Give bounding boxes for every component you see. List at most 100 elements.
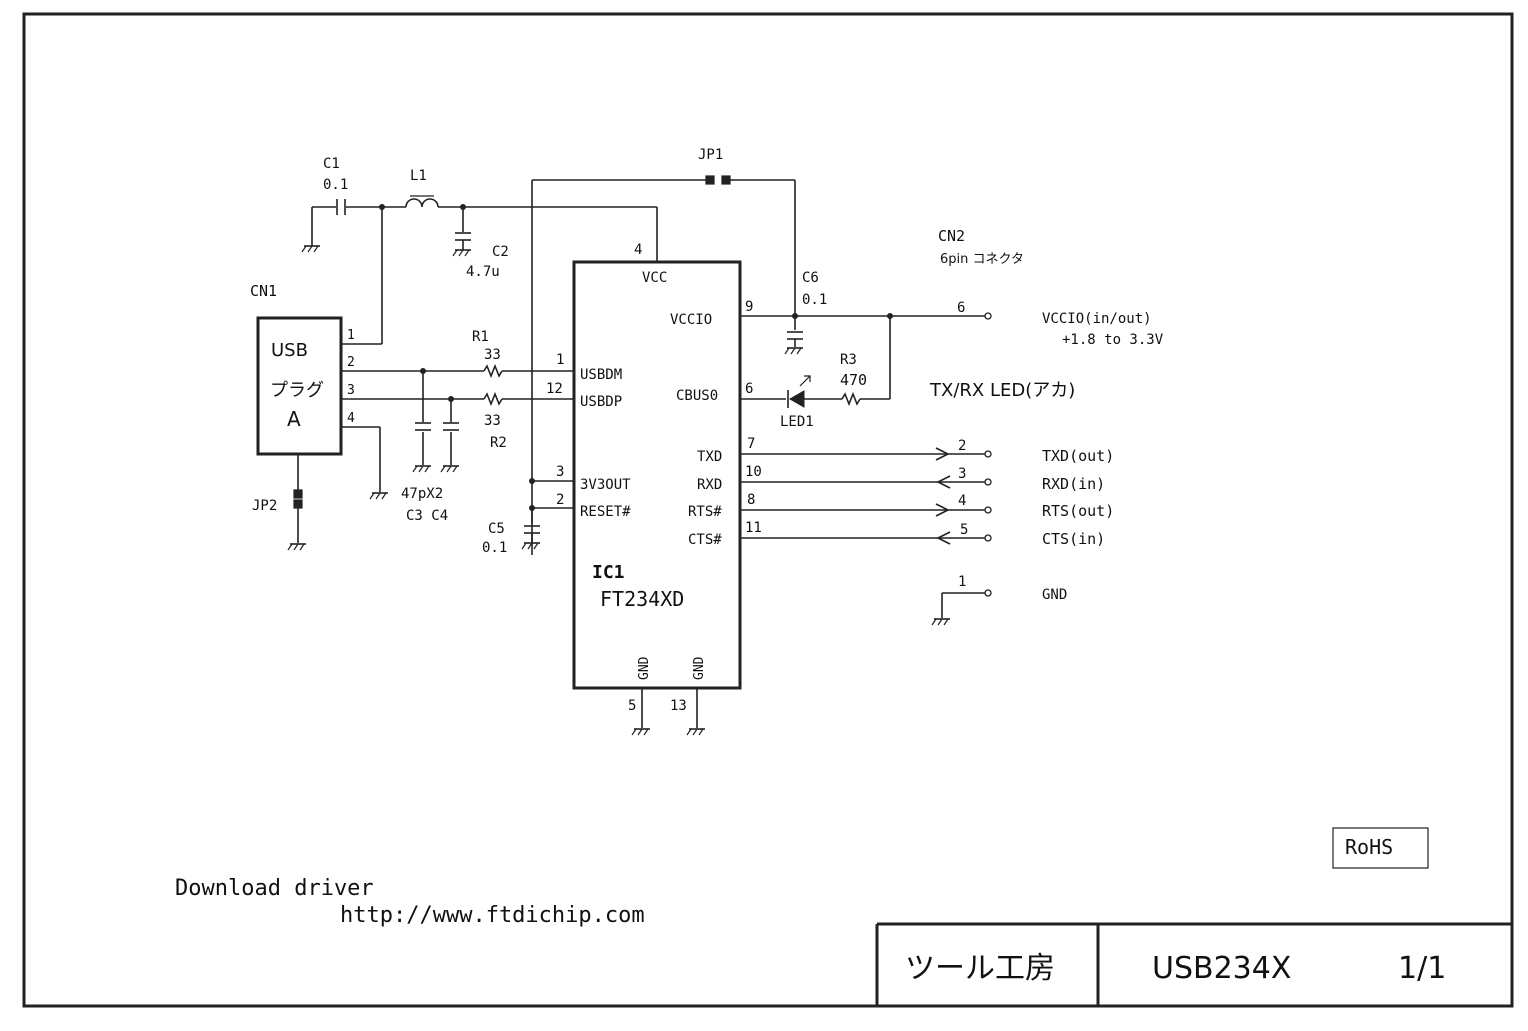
capacitor-c1 xyxy=(336,199,346,215)
cn2-pin-2-label: TXD(out) xyxy=(1042,447,1114,465)
rohs-badge-frame xyxy=(1332,827,1429,869)
capacitor-c4 xyxy=(443,422,459,431)
resistor-r3 xyxy=(841,391,861,407)
ic1-part: FT234XD xyxy=(600,587,684,611)
title-sheet: 1/1 xyxy=(1398,951,1446,986)
ic1-ref: IC1 xyxy=(592,562,625,583)
rohs-badge: RoHS xyxy=(1345,835,1393,859)
cn2-pin-6-num: 6 xyxy=(957,300,965,316)
c6-value: 0.1 xyxy=(802,292,827,308)
c3c4-value: 47pX2 xyxy=(401,486,443,502)
jp1-ref: JP1 xyxy=(698,147,723,163)
download-url: http://www.ftdichip.com xyxy=(340,903,645,928)
r1-ref: R1 xyxy=(472,329,489,345)
c2-ref: C2 xyxy=(492,244,509,260)
pin-num-vcc: 4 xyxy=(634,242,642,258)
led1-symbol xyxy=(787,375,811,408)
ic1-pin-reset: RESET# xyxy=(580,504,631,520)
r2-ref: R2 xyxy=(490,435,507,451)
ic1-pin-vccio: VCCIO xyxy=(670,312,712,328)
ic1-pin-cts: CTS# xyxy=(688,532,722,548)
capacitor-c2 xyxy=(455,232,471,250)
c5-ref: C5 xyxy=(488,521,505,537)
cn1-usb-label: USB xyxy=(271,340,308,361)
c5-value: 0.1 xyxy=(482,540,507,556)
cn1-type-label: A xyxy=(287,407,301,431)
pin-num-usbdp: 12 xyxy=(546,381,563,397)
title-block xyxy=(875,922,1512,1006)
cn1-pin-1: 1 xyxy=(347,328,355,343)
cn2-pin-4-label: RTS(out) xyxy=(1042,502,1114,520)
cn2-vccio-range: +1.8 to 3.3V xyxy=(1062,332,1164,348)
cn1-pin-4: 4 xyxy=(347,411,355,426)
r2-value: 33 xyxy=(484,413,501,429)
cn1-pin-2: 2 xyxy=(347,355,355,370)
pin-num-gnd-13: 13 xyxy=(670,698,687,714)
pin-num-txd: 7 xyxy=(747,436,755,452)
cn2-terminals xyxy=(984,312,992,597)
led1-ref: LED1 xyxy=(780,414,814,430)
title-model: USB234X xyxy=(1152,951,1291,986)
cn2-pin-3-label: RXD(in) xyxy=(1042,475,1105,493)
cn2-pin-2-num: 2 xyxy=(958,438,966,454)
pin-num-cts: 11 xyxy=(745,520,762,536)
ic1-pin-txd: TXD xyxy=(697,449,722,465)
capacitor-c6 xyxy=(787,331,803,347)
cn2-pin-5-num: 5 xyxy=(960,522,968,538)
sheet-border xyxy=(22,12,1514,1008)
ic1-body xyxy=(572,260,742,690)
ic1-pin-rxd: RXD xyxy=(697,477,722,493)
jp2-ref: JP2 xyxy=(252,498,277,514)
cn2-pin-6-label: VCCIO(in/out) xyxy=(1042,311,1152,327)
r1-value: 33 xyxy=(484,347,501,363)
capacitor-c3 xyxy=(415,422,431,431)
cn1-ref: CN1 xyxy=(250,282,277,300)
ic1-pin-3v3out: 3V3OUT xyxy=(580,477,631,493)
ic1-pin-usbdm: USBDM xyxy=(580,367,622,383)
cn1-body xyxy=(256,316,343,456)
cn2-pin-3-num: 3 xyxy=(958,466,966,482)
ic1-pin-rts: RTS# xyxy=(688,504,722,520)
ic1-pin-usbdp: USBDP xyxy=(580,394,622,410)
cn1-pin-3: 3 xyxy=(347,383,355,398)
download-label: Download driver xyxy=(175,876,374,901)
c1-ref: C1 xyxy=(323,156,340,172)
c3c4-refs: C3 C4 xyxy=(406,508,448,524)
r3-ref: R3 xyxy=(840,352,857,368)
ic1-pin-cbus0: CBUS0 xyxy=(676,388,718,404)
l1-ref: L1 xyxy=(410,168,427,184)
ground-symbols xyxy=(287,245,950,736)
ic1-pin-gnd-5: GND xyxy=(637,656,652,680)
c2-value: 4.7u xyxy=(466,264,500,280)
title-maker: ツール工房 xyxy=(905,951,1055,986)
inductor-l1 xyxy=(405,198,439,208)
pin-num-vccio: 9 xyxy=(745,299,753,315)
capacitor-c5 xyxy=(524,525,540,542)
jumper-jp2 xyxy=(293,489,303,509)
c6-ref: C6 xyxy=(802,270,819,286)
pin-num-3v3out: 3 xyxy=(556,464,564,480)
cn2-desc: 6pin コネクタ xyxy=(940,252,1024,267)
pin-num-gnd-5: 5 xyxy=(628,698,636,714)
pin-num-usbdm: 1 xyxy=(556,352,564,368)
cn2-led-note: TX/RX LED(アカ) xyxy=(929,380,1075,401)
cn2-pin-5-label: CTS(in) xyxy=(1042,530,1105,548)
ic1-pin-vcc: VCC xyxy=(642,270,667,286)
ic1-pin-gnd-13: GND xyxy=(692,656,707,680)
jumper-jp1 xyxy=(705,175,731,185)
cn1-plug-label: プラグ xyxy=(270,380,324,401)
resistor-r2 xyxy=(483,391,503,407)
resistor-r1 xyxy=(483,363,503,379)
r3-value: 470 xyxy=(840,371,867,389)
cn2-pin-1-num: 1 xyxy=(958,574,966,590)
junctions xyxy=(379,204,893,511)
c1-value: 0.1 xyxy=(323,177,348,193)
cn2-pin-4-num: 4 xyxy=(958,493,966,509)
cn2-ref: CN2 xyxy=(938,227,965,245)
pin-num-rxd: 10 xyxy=(745,464,762,480)
pin-num-rts: 8 xyxy=(747,492,755,508)
pin-num-reset: 2 xyxy=(556,492,564,508)
pin-num-cbus0: 6 xyxy=(745,381,753,397)
wires xyxy=(297,179,986,728)
